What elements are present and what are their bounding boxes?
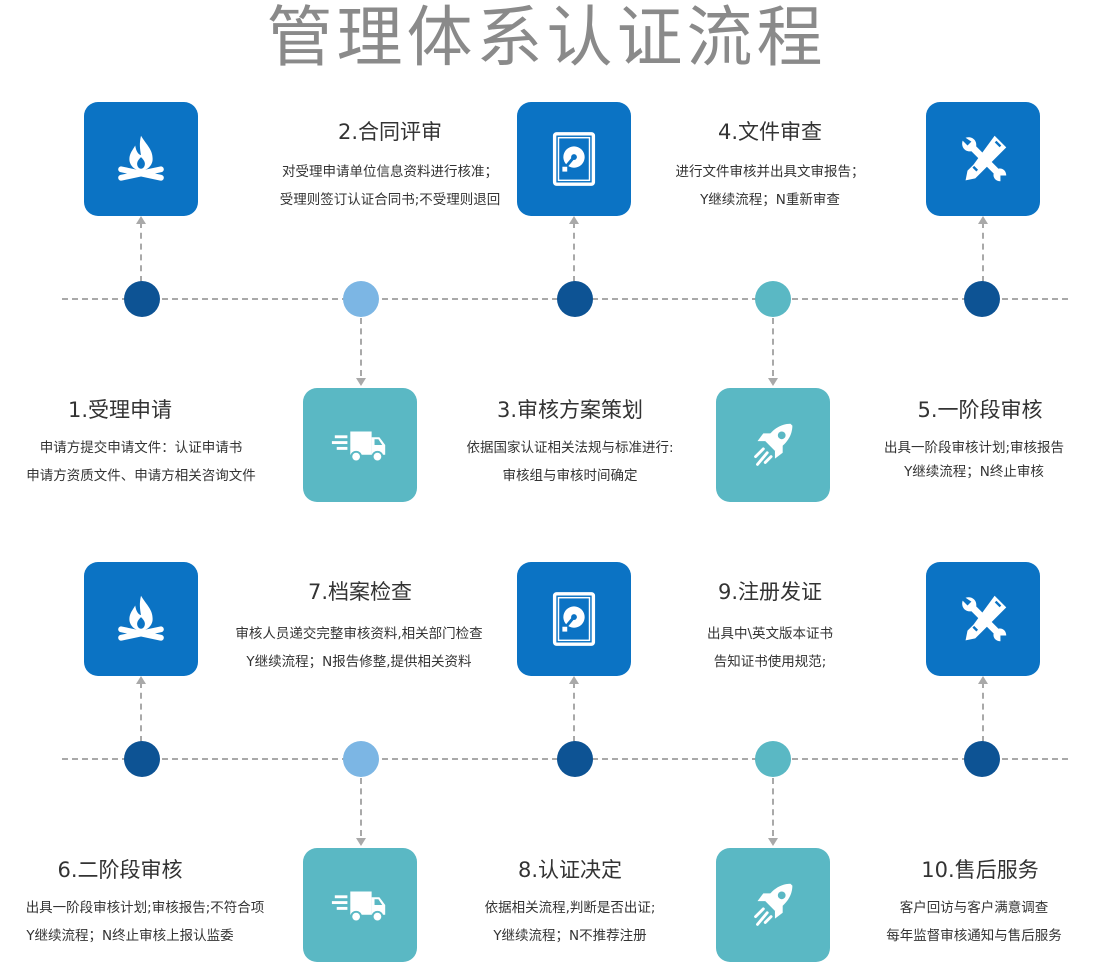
step-4-tile [517, 102, 631, 216]
connector-line [573, 222, 575, 282]
connector-line [140, 222, 142, 282]
connector-line [772, 778, 774, 836]
campfire-icon [110, 128, 172, 190]
connector-arrow [569, 216, 579, 224]
step-3-tile [716, 388, 830, 502]
step-9-title: 9.注册发证 [717, 580, 823, 604]
step-10-title: 10.售后服务 [921, 858, 1039, 882]
connector-line [982, 682, 984, 742]
connector-arrow [569, 676, 579, 684]
connector-line [772, 318, 774, 376]
rocket-icon [742, 414, 804, 476]
timeline-dot [124, 741, 160, 777]
step-1-desc-1: 申请方提交申请文件：认证申请书 [39, 440, 243, 456]
timeline-dot [343, 281, 379, 317]
connector-arrow [978, 676, 988, 684]
connector-line [360, 318, 362, 376]
page-title: 管理体系认证流程 [266, 0, 827, 76]
step-9-tile [517, 562, 631, 676]
connector-line [360, 778, 362, 836]
timeline-dot [343, 741, 379, 777]
step-10-desc-1: 客户回访与客户满意调查 [899, 900, 1049, 916]
step-10-desc-2: 每年监督审核通知与售后服务 [886, 928, 1062, 944]
connector-arrow [768, 378, 778, 386]
step-9-desc-2: 告知证书使用规范; [713, 654, 827, 670]
step-8-tile [716, 848, 830, 962]
step-6-tile [303, 848, 417, 962]
connector-line [982, 222, 984, 282]
connector-line [573, 682, 575, 742]
hard-disk-icon [543, 588, 605, 650]
timeline-dot [755, 741, 791, 777]
step-4-desc-1: 进行文件审核并出具文审报告； [675, 164, 865, 180]
tools-icon [952, 128, 1014, 190]
connector-arrow [136, 676, 146, 684]
timeline-dot [964, 281, 1000, 317]
timeline-dot [557, 741, 593, 777]
step-8-title: 8.认证决定 [517, 858, 623, 882]
step-9-desc-1: 出具中\英文版本证书 [706, 626, 834, 642]
step-3-desc-1: 依据国家认证相关法规与标准进行: [466, 440, 674, 456]
step-8-desc-1: 依据相关流程,判断是否出证; [484, 900, 656, 916]
step-2-title: 2.合同评审 [337, 120, 443, 144]
timeline-dot [124, 281, 160, 317]
connector-arrow [356, 838, 366, 846]
step-5-desc-1: 出具一阶段审核计划;审核报告 [883, 440, 1065, 456]
step-6-title: 6.二阶段审核 [57, 858, 183, 882]
connector-arrow [768, 838, 778, 846]
step-6-desc-1: 出具一阶段审核计划;审核报告;不符合项 [25, 900, 265, 916]
campfire-icon [110, 588, 172, 650]
timeline-dot [964, 741, 1000, 777]
step-1-desc-2: 申请方资质文件、申请方相关咨询文件 [26, 468, 256, 484]
step-8-desc-2: Y继续流程；N不推荐注册 [493, 928, 647, 944]
connector-arrow [978, 216, 988, 224]
step-extra-tile [926, 562, 1040, 676]
step-6-desc-2: Y继续流程；N终止审核上报认监委 [26, 928, 234, 944]
step-1-title: 1.受理申请 [67, 398, 173, 422]
step-10-tile [926, 102, 1040, 216]
step-2-tile [84, 102, 198, 216]
step-2-desc-2: 受理则签订认证合同书;不受理则退回 [279, 192, 501, 208]
connector-line [140, 682, 142, 742]
step-7-desc-1: 审核人员递交完整审核资料,相关部门检查 [235, 626, 483, 642]
step-1-tile [303, 388, 417, 502]
timeline-dot [755, 281, 791, 317]
rocket-icon [742, 874, 804, 936]
step-5-title: 5.一阶段审核 [917, 398, 1043, 422]
step-7-tile [84, 562, 198, 676]
timeline-dot [557, 281, 593, 317]
step-4-desc-2: Y继续流程；N重新审查 [700, 192, 840, 208]
step-7-desc-2: Y继续流程；N报告修整,提供相关资料 [246, 654, 472, 670]
step-3-title: 3.审核方案策划 [496, 398, 644, 422]
step-5-desc-2: Y继续流程；N终止审核 [904, 464, 1044, 480]
connector-arrow [356, 378, 366, 386]
step-3-desc-2: 审核组与审核时间确定 [502, 468, 638, 484]
step-7-title: 7.档案检查 [307, 580, 413, 604]
truck-icon [329, 874, 391, 936]
tools-icon [952, 588, 1014, 650]
step-2-desc-1: 对受理申请单位信息资料进行核准； [282, 164, 498, 180]
truck-icon [329, 414, 391, 476]
step-4-title: 4.文件审查 [717, 120, 823, 144]
connector-arrow [136, 216, 146, 224]
